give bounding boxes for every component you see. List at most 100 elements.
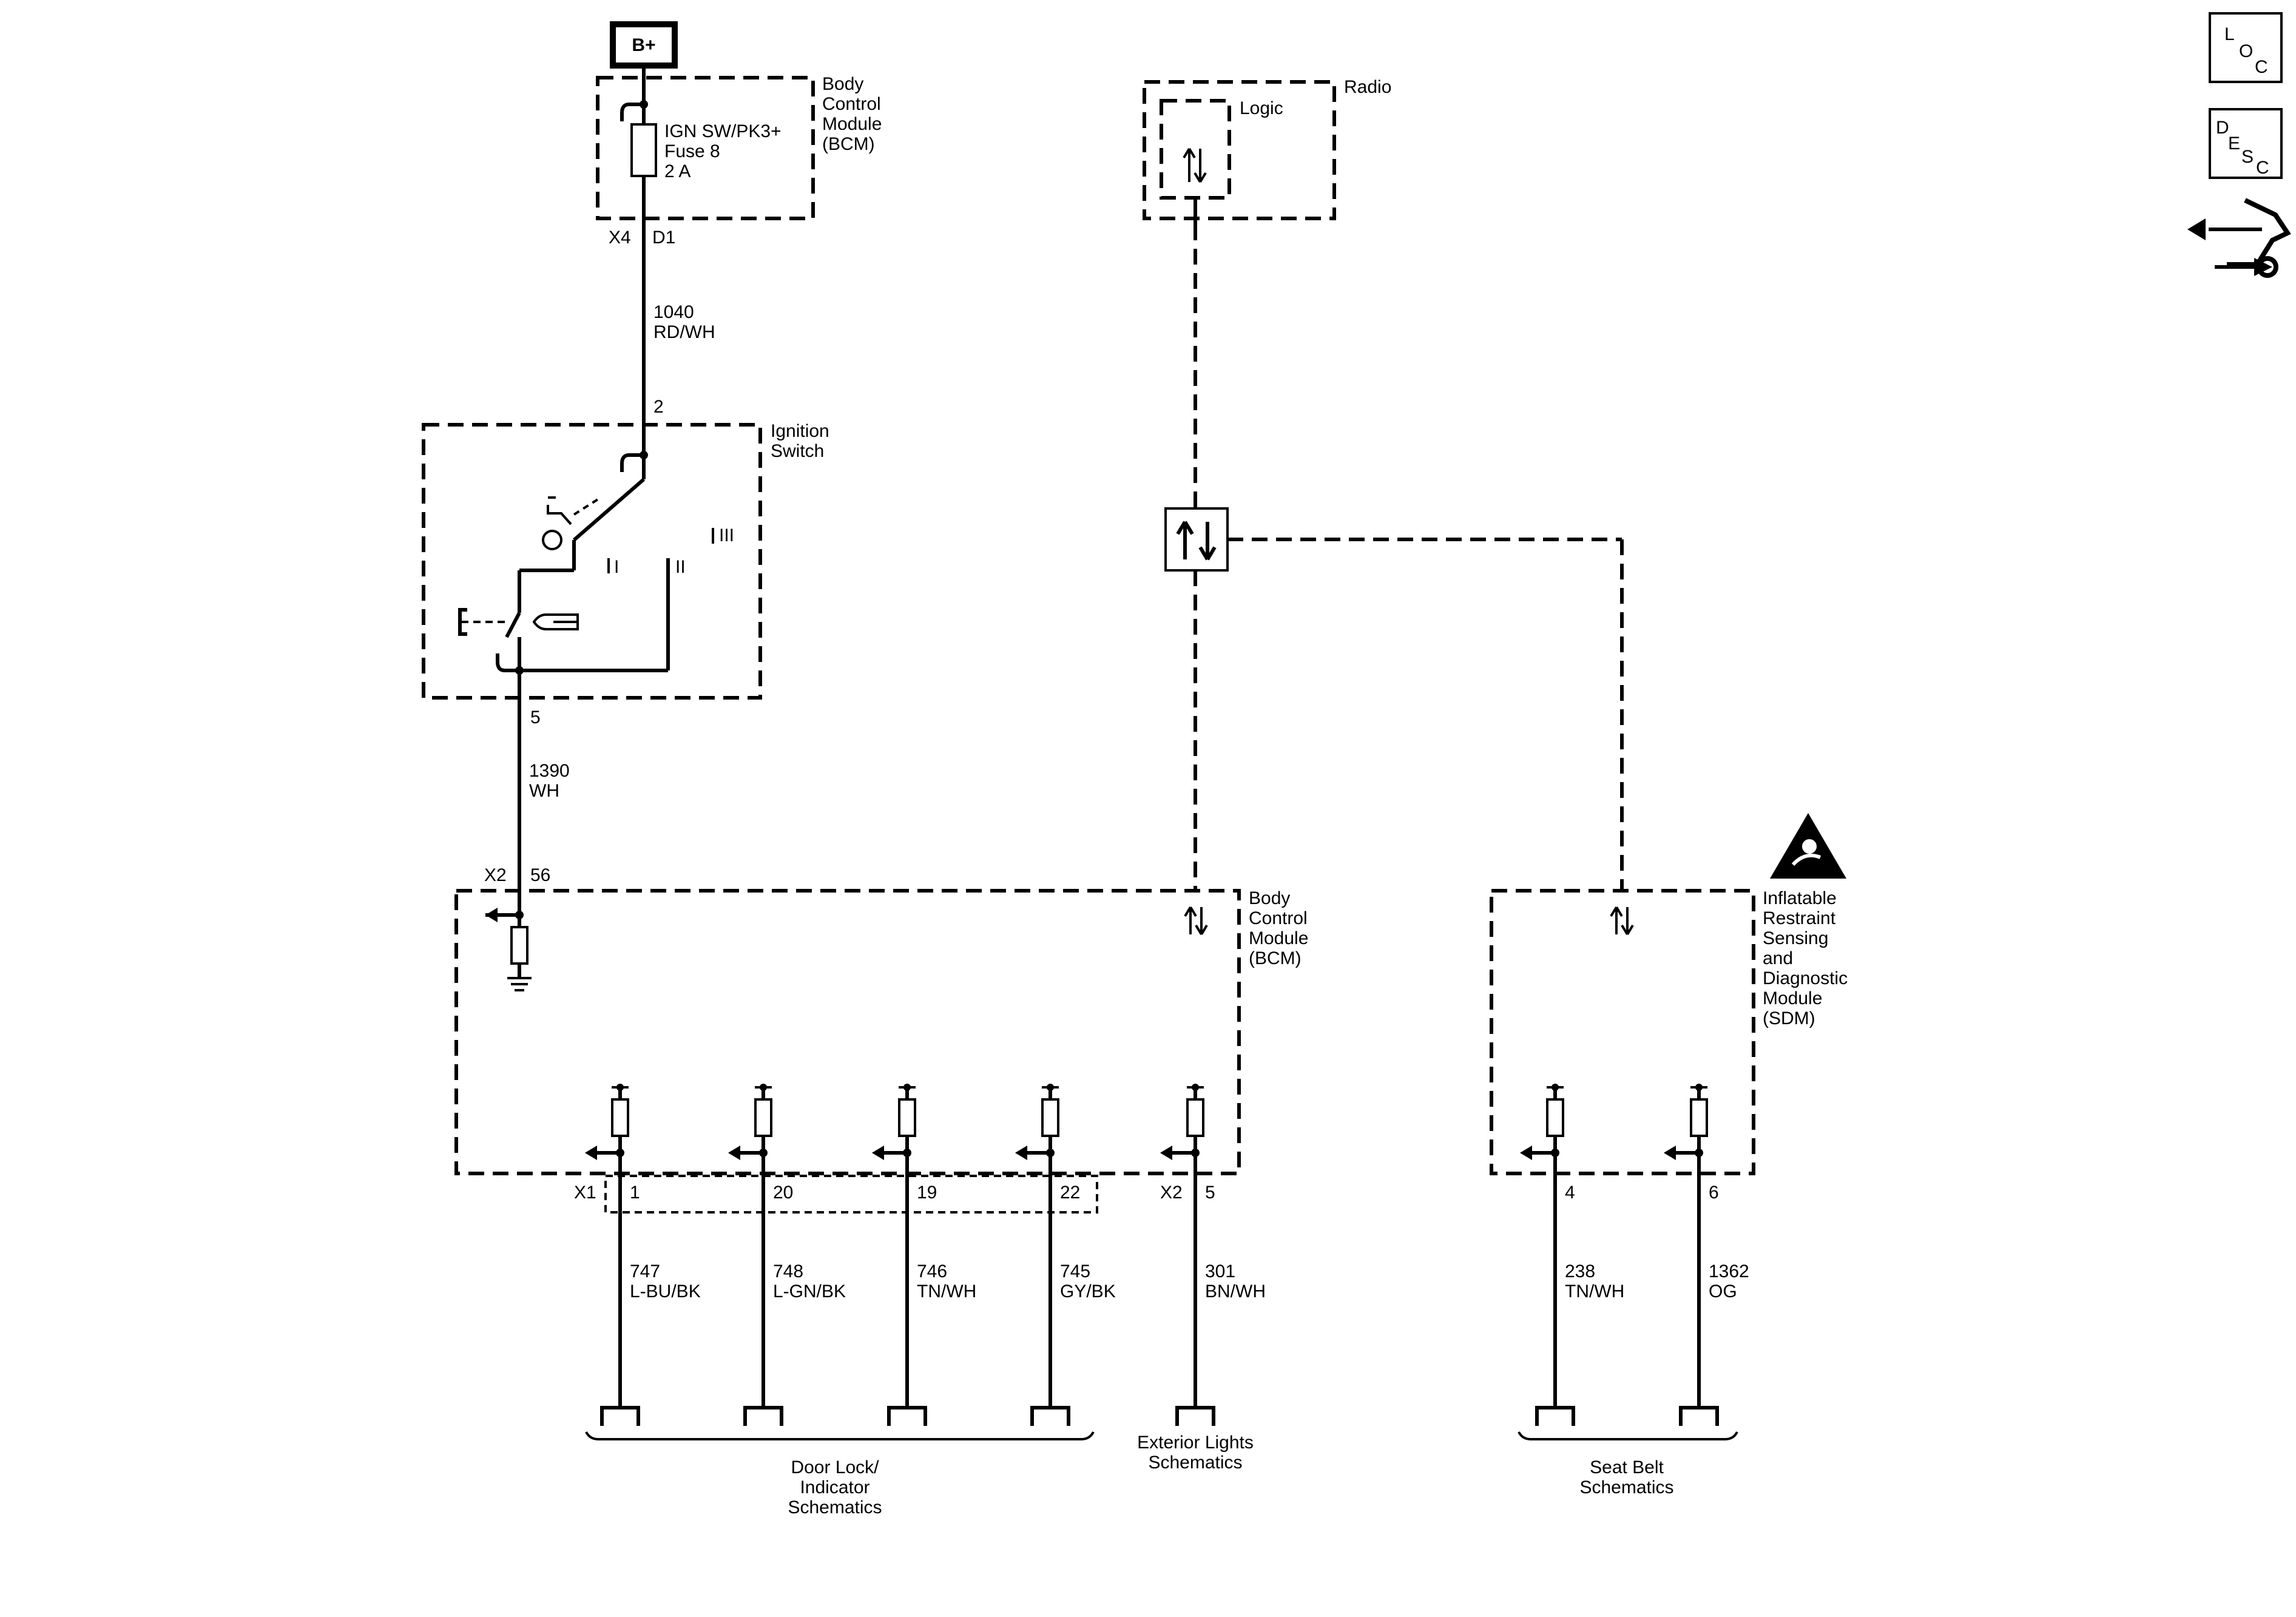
sdm-title-4: and — [1763, 948, 1793, 968]
bcm-top-title-2: Control — [822, 94, 881, 114]
sdm-title-6: Module — [1763, 988, 1822, 1008]
wire-1040-color: RD/WH — [653, 322, 715, 342]
seat-belt-label-2: Schematics — [1579, 1477, 1673, 1497]
bcm-resistor-icon-2 — [898, 1098, 916, 1137]
body-control-module: Body Control Module (BCM) X2 56 X1 X2 — [454, 865, 1308, 1214]
bcm-circuit-number-4: 301 — [1205, 1261, 1235, 1281]
bcm-terminal-icon-2 — [887, 1406, 927, 1426]
bcm-pin-3: 22 — [1060, 1183, 1080, 1203]
sdm-module: Inflatable Restraint Sensing and Diagnos… — [1490, 813, 1848, 1175]
bcm-circuit-number-3: 745 — [1060, 1261, 1090, 1281]
radio-logic-label: Logic — [1240, 98, 1283, 118]
bcm-top-title-1: Body — [822, 74, 863, 94]
radio-module: Radio Logic — [1143, 77, 1391, 224]
desc-letter-c: C — [2256, 158, 2269, 178]
bcm-top-title-4: (BCM) — [822, 134, 875, 154]
bcm-terminal-icon-4 — [1175, 1406, 1215, 1426]
bcm-pin-1: 20 — [773, 1183, 793, 1203]
bcm-terminal-icon-1 — [743, 1406, 783, 1426]
bcm-terminal-icon-3 — [1030, 1406, 1070, 1426]
ignition-switch-title-2: Switch — [771, 441, 824, 461]
ignition-switch: Ignition Switch 2 I II III — [422, 397, 829, 727]
bcm-title-2: Control — [1249, 908, 1308, 928]
bcm-circuit-number-1: 748 — [773, 1261, 803, 1281]
position-I: I — [614, 557, 619, 577]
battery-positive-source: B+ — [610, 21, 678, 78]
ignition-switch-title-1: Ignition — [771, 421, 829, 441]
sdm-title-7: (SDM) — [1763, 1008, 1815, 1028]
bcm-title-1: Body — [1249, 888, 1290, 908]
switch-actuator-icon — [542, 530, 562, 550]
sdm-terminal-icon-1 — [1679, 1406, 1719, 1426]
sdm-title-2: Restraint — [1763, 908, 1836, 928]
sdm-wire-color-0: TN/WH — [1565, 1281, 1624, 1301]
connector-x2-top: X2 — [484, 865, 507, 885]
desc-icon[interactable]: D E S C — [2209, 108, 2283, 179]
bcm-title-4: (BCM) — [1249, 948, 1302, 968]
desc-letter-s: S — [2241, 147, 2254, 167]
sdm-circuit-number-0: 238 — [1565, 1261, 1595, 1281]
bcm-fuse-module: Body Control Module (BCM) IGN SW/PK3+ Fu… — [596, 74, 882, 248]
loc-letter-o: O — [2239, 41, 2253, 61]
bcm-top-title-3: Module — [822, 114, 882, 134]
connector-x4: X4 — [609, 228, 631, 248]
sdm-resistor-icon-1 — [1690, 1098, 1708, 1137]
sdm-title-3: Sensing — [1763, 928, 1828, 948]
position-III: III — [719, 525, 734, 545]
fuse-label-3: 2 A — [664, 161, 690, 181]
bcm-circuit-number-0: 747 — [630, 1261, 660, 1281]
wire-1040: 1040 RD/WH — [642, 218, 715, 455]
wire-1040-circuit: 1040 — [653, 302, 694, 322]
sdm-wire-color-1: OG — [1709, 1281, 1737, 1301]
loc-icon[interactable]: L O C — [2209, 12, 2283, 83]
wire-1390-color: WH — [529, 781, 559, 801]
fuse-label-2: Fuse 8 — [664, 141, 720, 161]
bcm-wire-color-0: L-BU/BK — [630, 1281, 701, 1301]
sdm-resistor-icon-0 — [1546, 1098, 1564, 1137]
pin-56: 56 — [530, 865, 550, 885]
bcm-wire-color-4: BN/WH — [1205, 1281, 1266, 1301]
exterior-label-2: Schematics — [1148, 1453, 1242, 1473]
desc-letter-e: E — [2228, 133, 2240, 154]
sdm-pin-1: 6 — [1709, 1183, 1719, 1203]
position-II: II — [675, 557, 686, 577]
battery-positive-label: B+ — [632, 35, 655, 55]
bcm-pin-0: 1 — [630, 1183, 640, 1203]
radio-serial-data-icon — [1183, 147, 1207, 183]
bcm-resistor-icon-0 — [611, 1098, 629, 1137]
bcm-resistor-icon-1 — [754, 1098, 772, 1137]
seat-belt-destination: Seat Belt Schematics — [1518, 1431, 1738, 1497]
door-lock-label-1: Door Lock/ — [791, 1457, 879, 1477]
bcm-title-3: Module — [1249, 928, 1308, 948]
bcm-pin-2: 19 — [917, 1183, 937, 1203]
sdm-pin-0: 4 — [1565, 1183, 1575, 1203]
bcm-wire-color-1: L-GN/BK — [773, 1281, 846, 1301]
radio-title: Radio — [1344, 77, 1391, 97]
fuse-label-1: IGN SW/PK3+ — [664, 121, 782, 141]
sdm-circuit-number-1: 1362 — [1709, 1261, 1749, 1281]
seat-belt-label-1: Seat Belt — [1590, 1457, 1664, 1477]
door-lock-label-3: Schematics — [788, 1497, 882, 1517]
sdm-terminal-icon-0 — [1535, 1406, 1575, 1426]
exterior-lights-destination: Exterior Lights Schematics — [1137, 1433, 1254, 1473]
pin-d1: D1 — [652, 228, 675, 248]
sdm-title-1: Inflatable — [1763, 888, 1837, 908]
connector-x2-bottom: X2 — [1160, 1183, 1183, 1203]
connector-x1: X1 — [574, 1183, 596, 1203]
connector-view-icon[interactable] — [2187, 198, 2291, 278]
key-icon — [532, 613, 579, 630]
bcm-serial-data-icon — [1184, 906, 1208, 936]
bcm-pin-4: 5 — [1205, 1183, 1215, 1203]
exterior-label-1: Exterior Lights — [1137, 1433, 1254, 1453]
bcm-resistor-icon-3 — [1041, 1098, 1059, 1137]
pulldown-resistor-icon — [510, 926, 528, 965]
wire-1390: 1390 WH — [518, 670, 570, 919]
